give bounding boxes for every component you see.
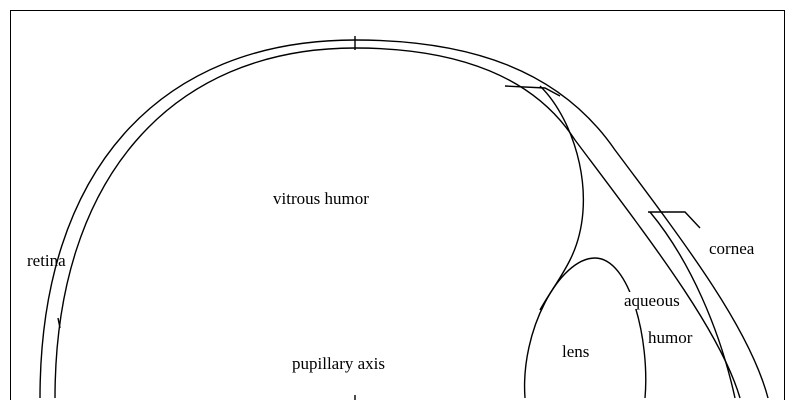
inner-wall-arc <box>55 48 740 398</box>
cornea-label: cornea <box>709 240 754 257</box>
lens-label: lens <box>562 343 589 360</box>
aqueous-label: aqueous <box>622 292 682 309</box>
retina-label: retina <box>27 252 66 269</box>
humor-label: humor <box>648 329 692 346</box>
vitreous-humor-label: vitrous humor <box>273 190 369 207</box>
lens-outline <box>525 258 646 398</box>
pupillary-axis-label: pupillary axis <box>292 355 385 372</box>
